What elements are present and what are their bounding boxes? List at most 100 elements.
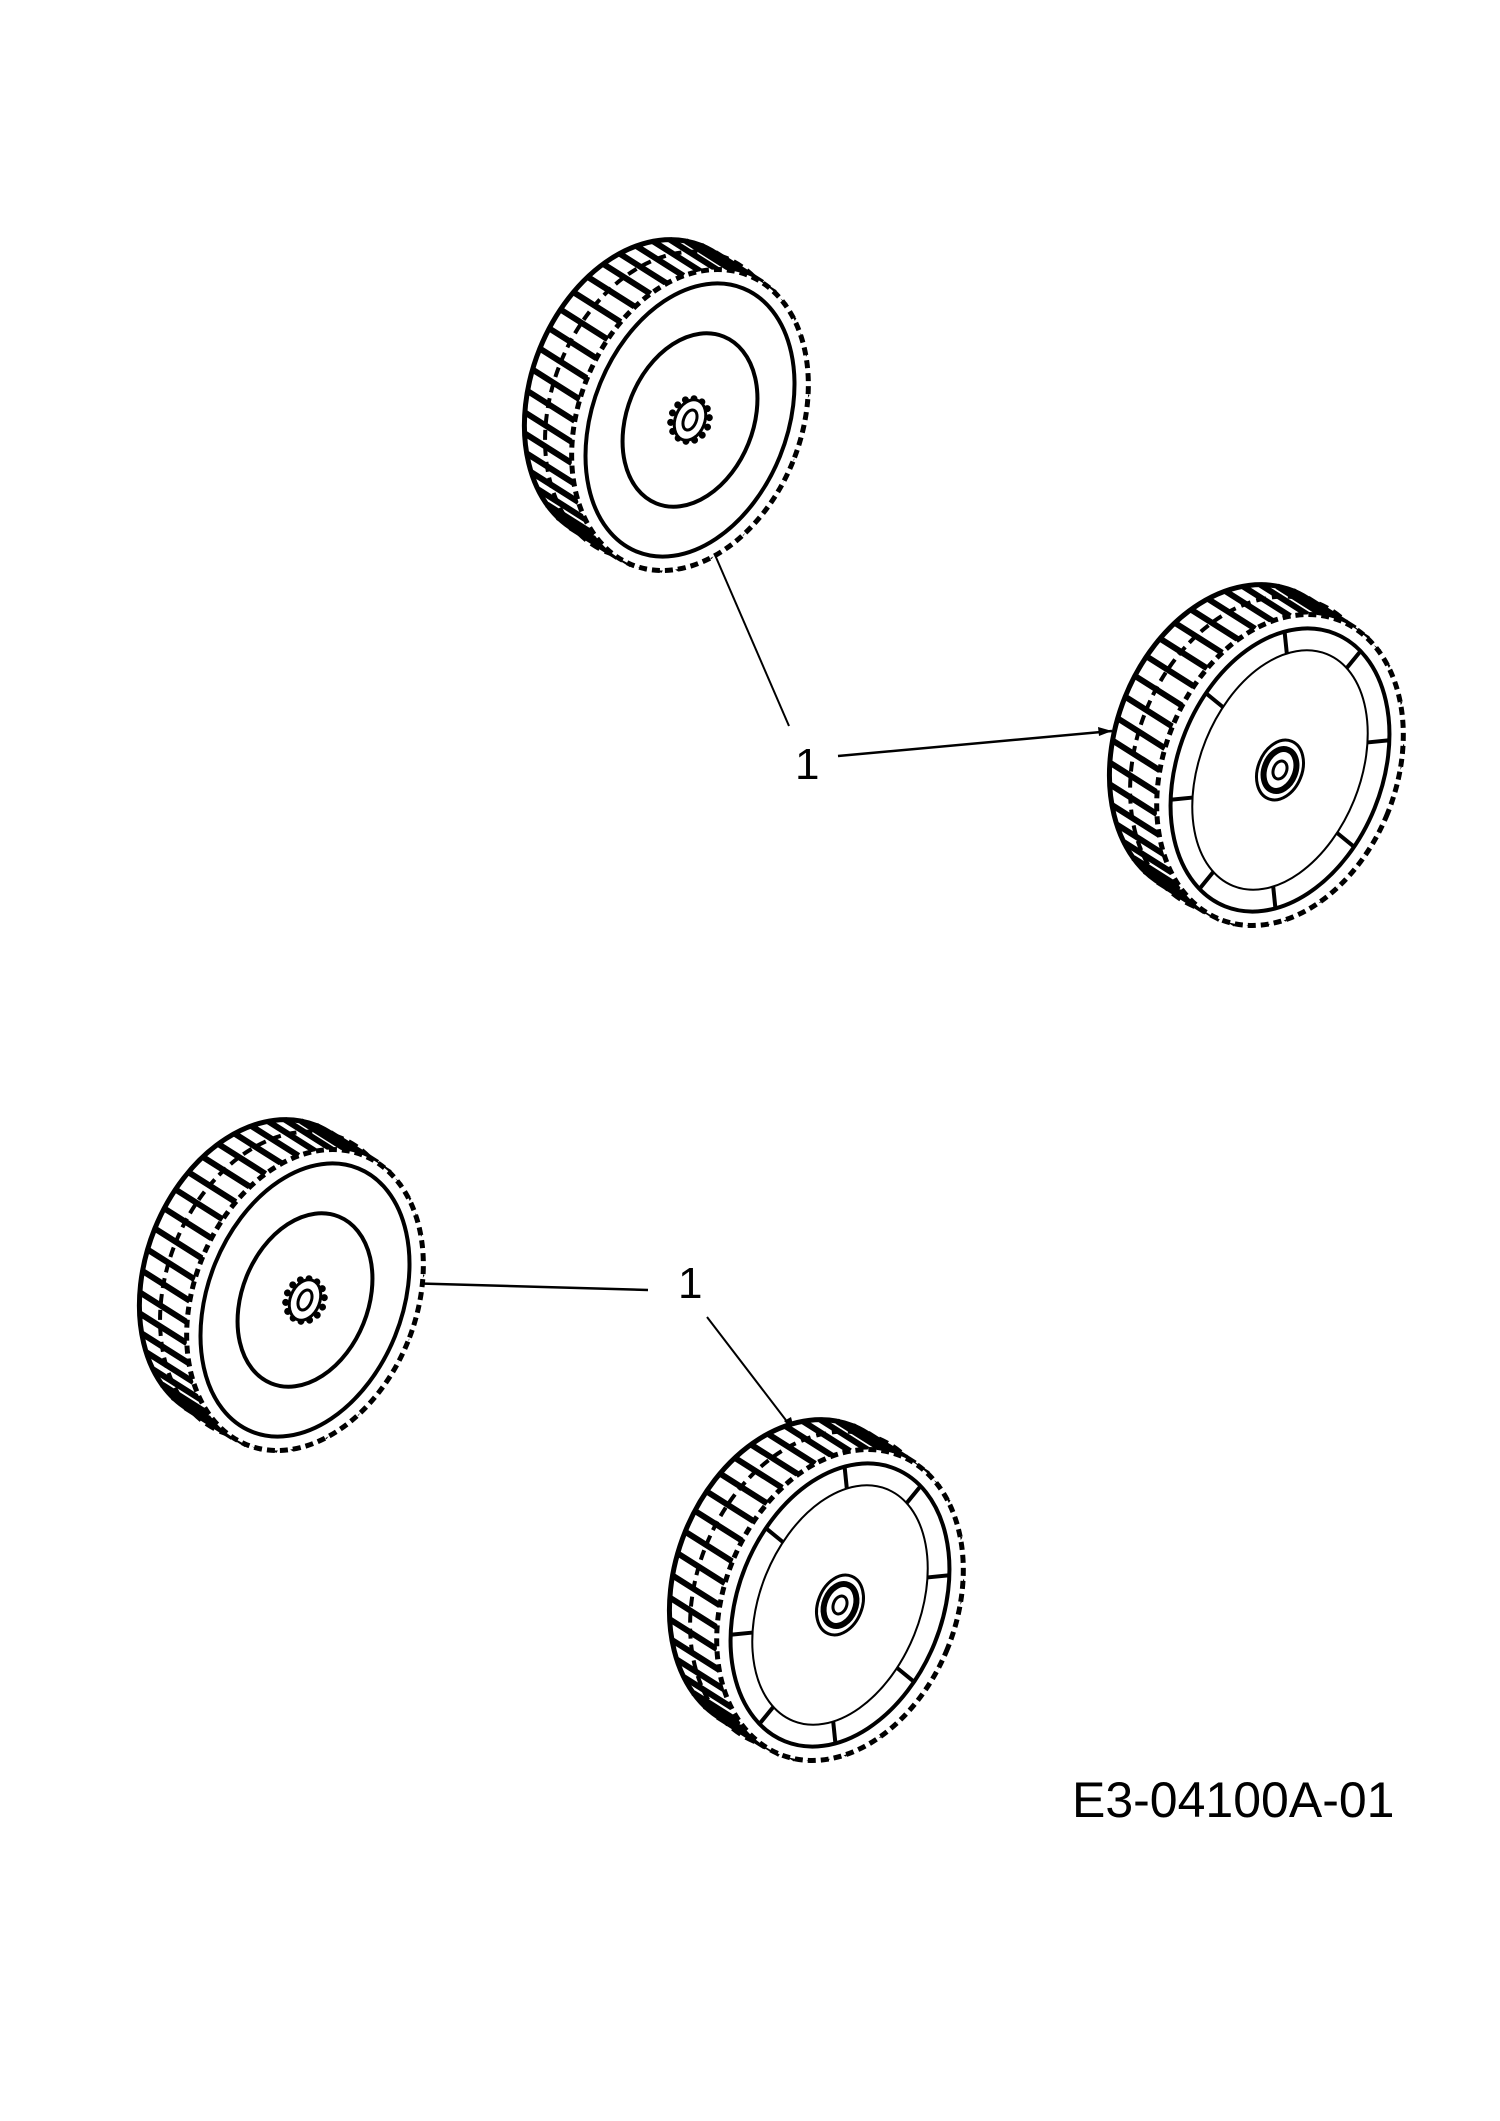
tread-lug: [601, 261, 653, 297]
tread-lug: [530, 367, 582, 402]
tread-lug: [536, 486, 587, 522]
leader-line-upper-b: [837, 729, 1113, 758]
tread-lug: [283, 1117, 334, 1153]
tread-lug: [1115, 821, 1166, 857]
tread-lug: [1133, 673, 1184, 709]
wheel-body: [666, 1417, 966, 1764]
tread-lug: [668, 237, 719, 273]
tread-lug: [617, 251, 669, 286]
tread-lug: [670, 1572, 722, 1608]
tread-lug: [691, 1690, 743, 1726]
tread-lug: [668, 1595, 719, 1631]
tread-lug: [676, 1550, 727, 1586]
tread-lug: [766, 1431, 817, 1467]
tread-lug: [586, 274, 637, 310]
gear-tooth: [668, 409, 676, 417]
rim-rib: [842, 1466, 849, 1489]
arrowhead-upper-b: [1098, 727, 1112, 736]
gear-tooth: [320, 1294, 328, 1302]
leader-line-upper-a: [711, 547, 790, 727]
rim-rib: [927, 1573, 950, 1580]
axle-hole: [1271, 759, 1289, 781]
tread-lug: [1144, 653, 1196, 689]
tread-lug: [683, 1529, 735, 1565]
tread-lug: [545, 501, 596, 537]
leader-line-lower-a: [401, 1281, 649, 1292]
rim-rib: [1204, 691, 1225, 709]
rim-rib: [1335, 831, 1356, 849]
tread-lug: [144, 1349, 196, 1385]
rim-rib: [1170, 795, 1193, 802]
hub: [672, 398, 708, 442]
tread-lug: [522, 430, 574, 466]
tread-lug: [1241, 583, 1292, 619]
rim-inner: [620, 331, 760, 509]
wheel-body: [1106, 582, 1406, 929]
tread-lug: [1108, 760, 1159, 796]
wheel-body: [521, 237, 811, 574]
callout-label-lower: 1: [678, 1259, 703, 1308]
axle-hole: [296, 1288, 314, 1312]
callout-label-upper: 1: [795, 740, 820, 789]
hub-cap-outer: [1255, 738, 1305, 802]
tread-lug: [1116, 715, 1167, 751]
tread-lug: [525, 450, 576, 486]
wheel-rear-lower: [666, 1417, 966, 1764]
tread-lug: [704, 1488, 756, 1524]
wheel-front-upper: [521, 237, 811, 574]
gear-tooth: [704, 423, 712, 431]
tread-lug: [693, 1508, 744, 1544]
rim-rib: [1367, 738, 1390, 745]
gear-tooth: [705, 414, 713, 422]
tread-lug: [538, 346, 589, 381]
tread-lug: [749, 1441, 800, 1477]
rim-rib: [764, 1526, 785, 1544]
tread-lug: [299, 1118, 350, 1154]
tread-lug: [201, 1154, 252, 1190]
gear-tooth: [667, 418, 675, 426]
drawing-code: E3-04100A-01: [1072, 1772, 1395, 1828]
tread-lug: [153, 1226, 204, 1261]
tread-lug: [523, 409, 574, 445]
tread-lug: [668, 1616, 719, 1652]
tread-lug: [186, 1169, 238, 1205]
tread-lug: [525, 388, 577, 424]
tread-lug: [162, 1205, 214, 1241]
tread-lug: [1258, 582, 1310, 618]
tread-lug: [249, 1123, 301, 1159]
gear-tooth: [283, 1289, 291, 1297]
tread-lug: [682, 1674, 733, 1710]
tread-lug: [173, 1186, 225, 1222]
axle-hole: [681, 408, 699, 432]
tread-lug: [529, 469, 581, 505]
tread-lug: [1275, 583, 1326, 619]
tread-lug: [818, 1417, 870, 1453]
axle-hole: [831, 1594, 849, 1616]
rim-rib: [1271, 886, 1278, 909]
rim-inner: [235, 1211, 375, 1389]
tread-lug: [1158, 636, 1209, 671]
gear-tooth: [319, 1303, 327, 1311]
tread-lug: [733, 1455, 784, 1491]
tread-lug: [1123, 694, 1175, 730]
tread-lug: [651, 238, 703, 274]
tread-lug: [1131, 855, 1183, 891]
tread-lug: [138, 1289, 189, 1325]
tread-lug: [670, 1637, 721, 1673]
hub-cap: [820, 1581, 860, 1629]
tread-lug: [1110, 802, 1161, 838]
tread-lug: [266, 1118, 318, 1154]
tread-lug: [634, 243, 686, 279]
tread-lug: [1223, 588, 1275, 624]
tread-lug: [232, 1131, 284, 1166]
tread-lug: [835, 1418, 886, 1454]
rim-rib: [757, 1705, 775, 1726]
rim-rib: [1197, 870, 1215, 891]
tread-lug: [1173, 620, 1224, 656]
gear-tooth: [282, 1298, 290, 1306]
rim-rib: [1282, 631, 1289, 654]
hub-cap-outer: [815, 1573, 865, 1637]
leader-line-lower-b: [706, 1316, 796, 1433]
tread-lug: [718, 1471, 769, 1506]
